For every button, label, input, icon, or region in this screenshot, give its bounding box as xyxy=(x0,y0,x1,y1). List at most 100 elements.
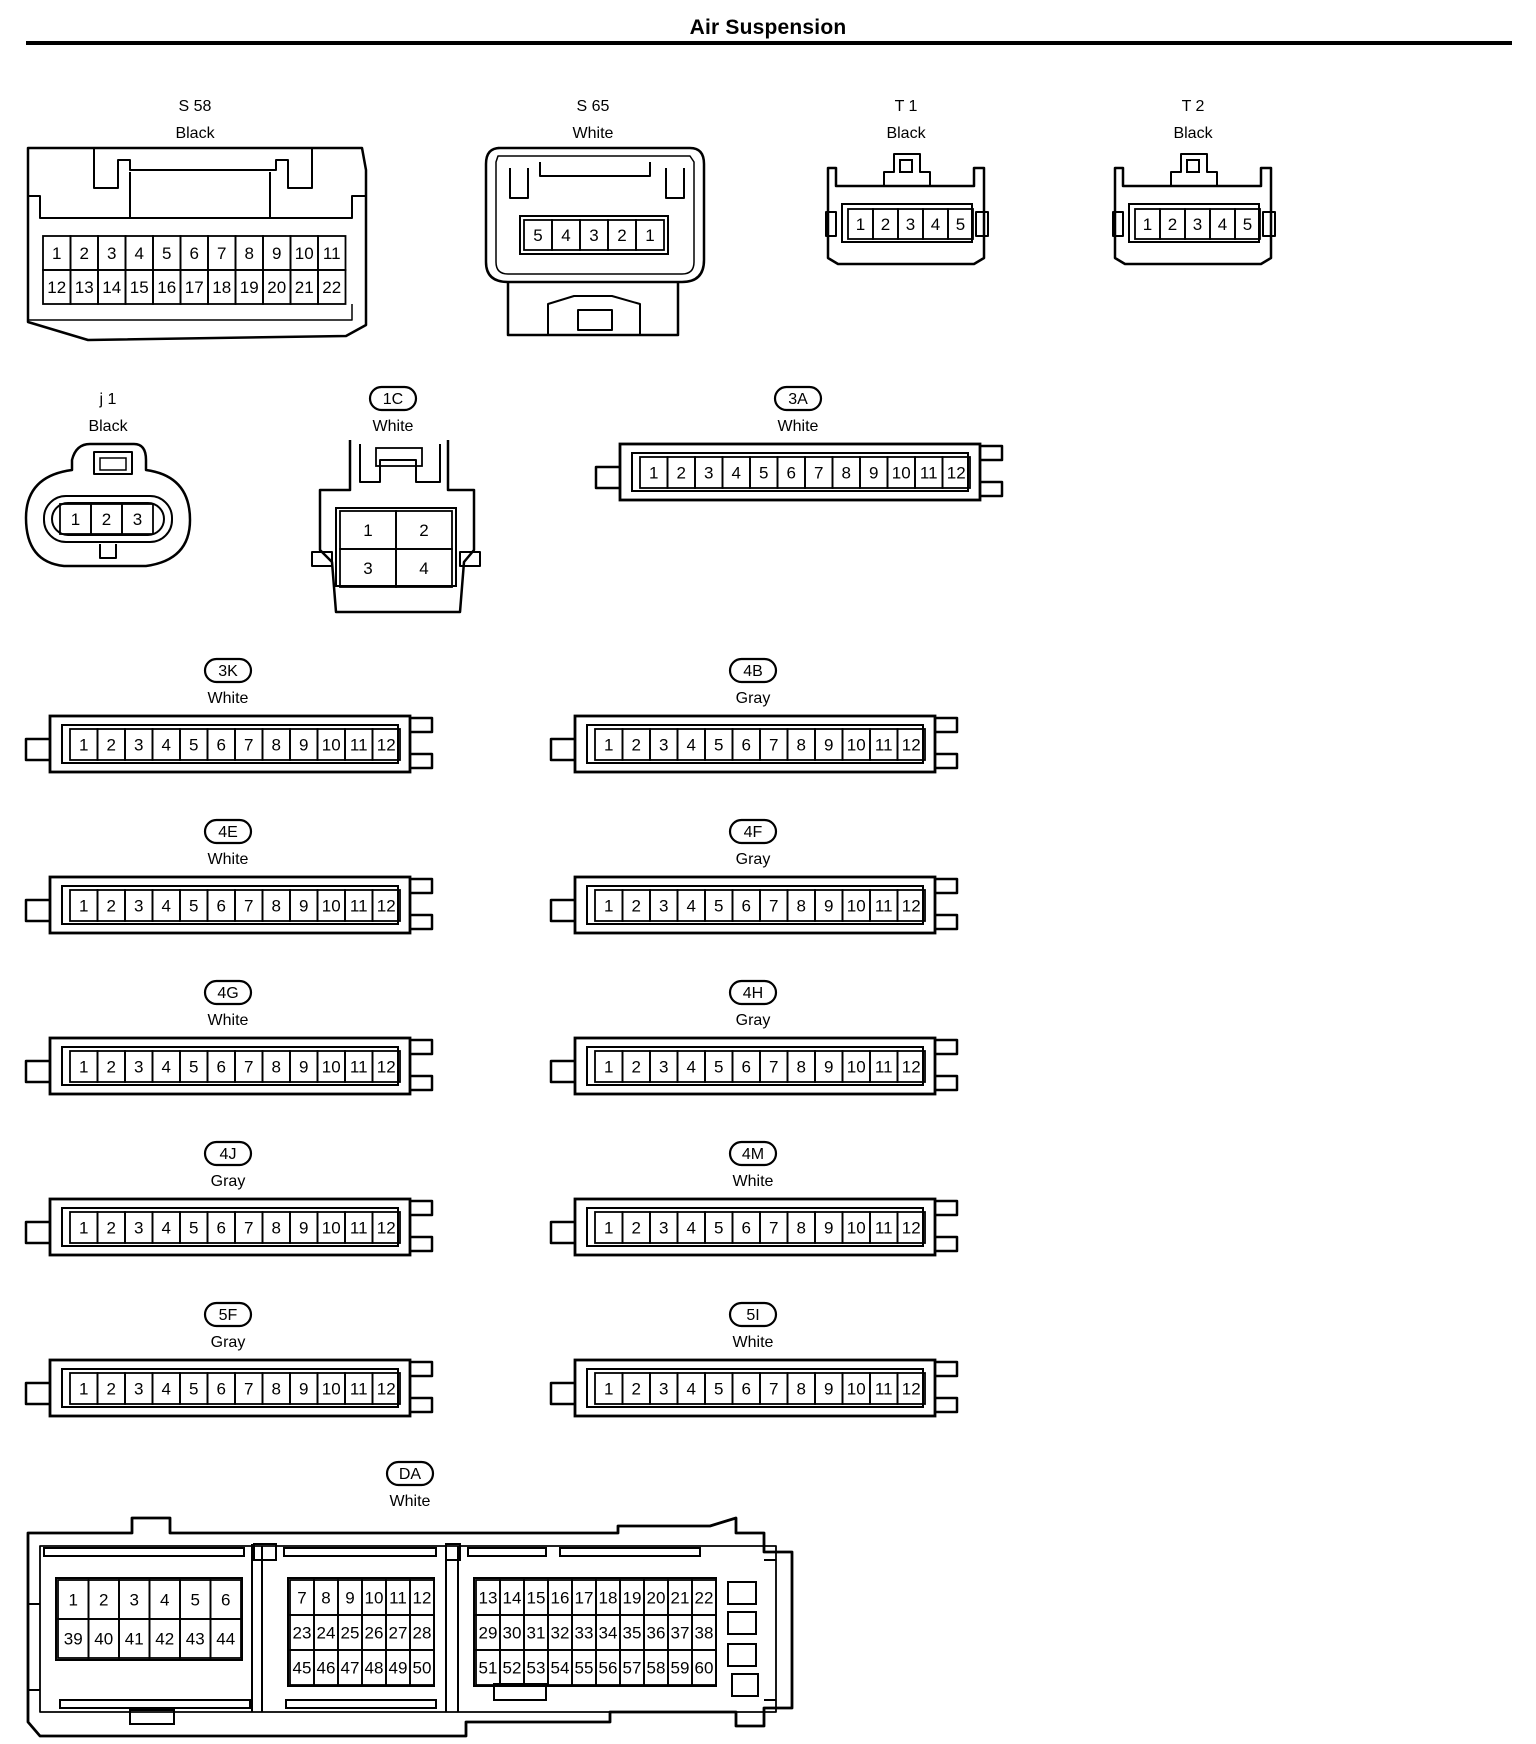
pin-number: 8 xyxy=(245,244,254,263)
connector-code: S 65 xyxy=(577,98,610,115)
pin-cell xyxy=(896,1050,926,1083)
pin-number: 2 xyxy=(107,1380,116,1399)
pin-number: 40 xyxy=(94,1630,113,1649)
pin-number: 52 xyxy=(503,1659,522,1678)
pin-number: 6 xyxy=(217,1058,226,1077)
pin-number: 3 xyxy=(659,1219,668,1238)
pin-number: 8 xyxy=(797,897,806,916)
pin-number: 1 xyxy=(604,1058,613,1077)
pin-number: 18 xyxy=(599,1589,618,1608)
pin-number: 50 xyxy=(413,1659,432,1678)
pin-number: 6 xyxy=(217,897,226,916)
pin-number: 4 xyxy=(1218,215,1227,234)
pin-number: 1 xyxy=(52,244,61,263)
pin-number: 9 xyxy=(824,897,833,916)
pin-number: 16 xyxy=(157,278,176,297)
connector-color: White xyxy=(208,690,249,707)
pin-number: 3 xyxy=(659,1058,668,1077)
pin-number: 12 xyxy=(377,1058,396,1077)
pin-number: 5 xyxy=(1243,215,1252,234)
pin-number: 1 xyxy=(79,1058,88,1077)
pin-number: 8 xyxy=(797,1380,806,1399)
connector-code: 5F xyxy=(219,1307,238,1324)
title-rule xyxy=(26,41,1512,45)
connector-code-badge xyxy=(728,979,778,1006)
pin-number: 6 xyxy=(217,1219,226,1238)
pin-number: 33 xyxy=(575,1624,594,1643)
connector-color: Black xyxy=(88,418,128,435)
pin-number: 53 xyxy=(527,1659,546,1678)
connector-code-badge xyxy=(728,1140,778,1167)
pin-number: 12 xyxy=(413,1589,432,1608)
pin-cell xyxy=(371,889,401,922)
pin-number: 3 xyxy=(363,559,372,578)
pin-number: 4 xyxy=(419,559,428,578)
connector-code: 4B xyxy=(743,663,763,680)
pin-number: 12 xyxy=(902,1380,921,1399)
pin-number: 4 xyxy=(687,1219,696,1238)
connector-color: White xyxy=(778,418,819,435)
pin-number: 30 xyxy=(503,1624,522,1643)
connector-code-badge xyxy=(203,1140,253,1167)
pin-number: 35 xyxy=(623,1624,642,1643)
pin-number: 6 xyxy=(742,1380,751,1399)
pin-number: 1 xyxy=(604,1219,613,1238)
pin-number: 3 xyxy=(134,736,143,755)
pin-cell xyxy=(209,1618,242,1659)
pin-number: 4 xyxy=(687,1058,696,1077)
pin-number: 21 xyxy=(295,278,314,297)
pin-number: 8 xyxy=(321,1589,330,1608)
pin-cell xyxy=(371,1372,401,1405)
pin-number: 20 xyxy=(647,1589,666,1608)
pin-number: 3 xyxy=(659,897,668,916)
pin-number: 26 xyxy=(365,1624,384,1643)
connector-code: 4F xyxy=(744,824,763,841)
pin-number: 4 xyxy=(162,1058,171,1077)
pin-number: 1 xyxy=(79,897,88,916)
pin-cell xyxy=(635,219,665,251)
pin-number: 48 xyxy=(365,1659,384,1678)
connector-code: 4E xyxy=(218,824,238,841)
pin-number: 11 xyxy=(350,1380,368,1399)
connector-color: White xyxy=(733,1334,774,1351)
pin-cell xyxy=(317,269,347,305)
pin-number: 5 xyxy=(759,464,768,483)
pin-number: 3 xyxy=(589,226,598,245)
pin-number: 44 xyxy=(216,1630,235,1649)
pin-cell xyxy=(371,1211,401,1244)
pin-number: 42 xyxy=(155,1630,174,1649)
pin-cell xyxy=(409,1649,435,1686)
pin-number: 2 xyxy=(632,1380,641,1399)
pin-number: 3 xyxy=(134,1219,143,1238)
pin-number: 2 xyxy=(632,897,641,916)
pin-number: 43 xyxy=(186,1630,205,1649)
pin-number: 1 xyxy=(604,1380,613,1399)
connector-body xyxy=(51,502,165,536)
connector-code-badge xyxy=(203,818,253,845)
connector-code: 3A xyxy=(788,391,808,408)
pin-number: 1 xyxy=(649,464,658,483)
pin-number: 11 xyxy=(350,897,368,916)
connector-color: White xyxy=(373,418,414,435)
pin-cell xyxy=(371,728,401,761)
pin-number: 9 xyxy=(824,1380,833,1399)
pin-number: 5 xyxy=(162,244,171,263)
pin-number: 19 xyxy=(623,1589,642,1608)
pin-number: 4 xyxy=(687,1380,696,1399)
pin-number: 1 xyxy=(604,897,613,916)
pin-number: 10 xyxy=(295,244,314,263)
pin-number: 11 xyxy=(875,1380,893,1399)
pin-number: 1 xyxy=(69,1591,78,1610)
pin-number: 11 xyxy=(350,1058,368,1077)
connector-code-badge xyxy=(385,1460,435,1487)
pin-number: 4 xyxy=(687,736,696,755)
pin-number: 2 xyxy=(632,1219,641,1238)
pin-number: 1 xyxy=(71,510,80,529)
